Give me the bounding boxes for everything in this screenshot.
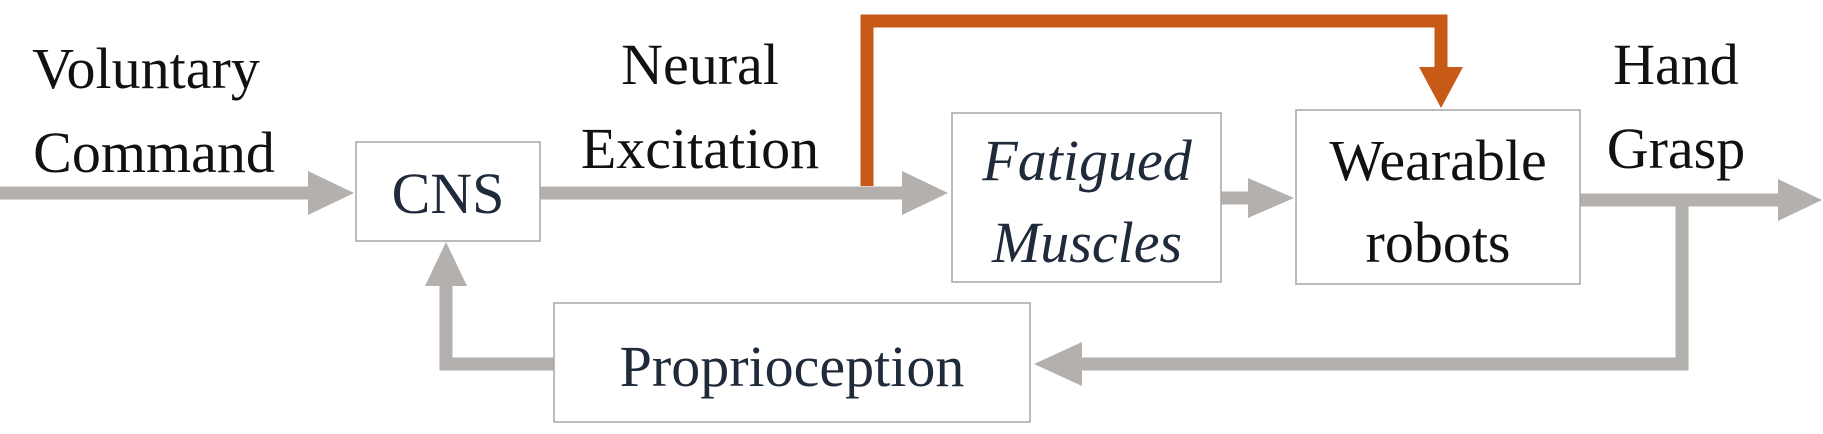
drive-arrowhead [1419, 67, 1463, 108]
signal-labels: Voluntary Command Neural Excitation Hand… [32, 32, 1745, 185]
arrowhead-feedback-to-proprioception [1034, 342, 1082, 386]
drive-arrow-path [860, 14, 1448, 186]
proprioception-block: Proprioception [553, 302, 1031, 423]
proprioception-label: Proprioception [620, 334, 965, 399]
arrowhead-output [1778, 179, 1822, 221]
hand-grasp-label-line1: Hand [1613, 32, 1739, 97]
robot-drive-arrow [860, 14, 1463, 186]
wearable-robots-block: Wearable robots [1295, 109, 1581, 285]
fatigued-muscles-label-line2: Muscles [991, 210, 1182, 275]
arrow-proprioception-to-cns [439, 282, 554, 371]
signal-arrows [0, 171, 1822, 386]
voluntary-command-label-line2: Command [33, 120, 275, 185]
arrowhead-muscles-to-robots [1248, 178, 1294, 218]
arrowhead-cns-to-muscles [902, 171, 948, 215]
fatigued-muscles-block: Fatigued Muscles [951, 112, 1222, 283]
fatigued-muscles-label-line1: Fatigued [981, 128, 1192, 193]
neural-excitation-label-line2: Excitation [581, 116, 819, 181]
wearable-robots-label-line2: robots [1366, 210, 1511, 275]
voluntary-command-label-line1: Voluntary [32, 36, 260, 101]
wearable-robots-label-line1: Wearable [1329, 128, 1547, 193]
hand-grasp-label-line2: Grasp [1607, 116, 1746, 181]
neural-excitation-label-line1: Neural [621, 32, 779, 97]
arrow-feedback-to-proprioception [1078, 200, 1689, 371]
cns-label: CNS [392, 161, 505, 226]
cns-block: CNS [355, 141, 541, 242]
arrowhead-proprioception-to-cns [425, 242, 467, 286]
arrowhead-input-to-cns [308, 171, 354, 215]
